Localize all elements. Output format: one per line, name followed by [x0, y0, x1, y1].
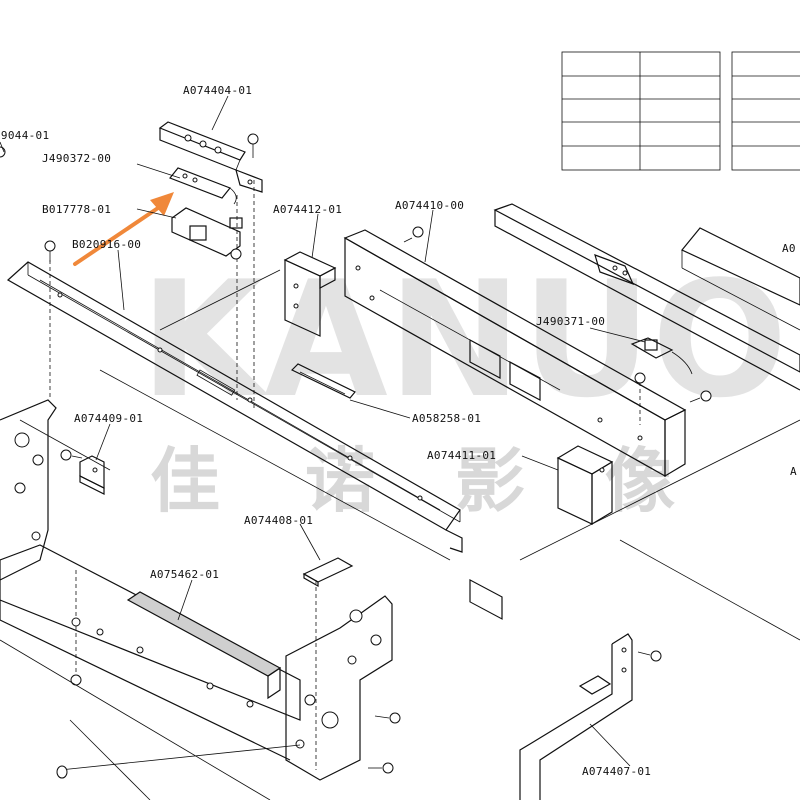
watermark-char-3: 影 — [455, 440, 525, 522]
label-partial-right-mid: A — [790, 465, 797, 478]
frame-a074407 — [519, 633, 633, 800]
label-a074410: A074410-00 — [395, 199, 464, 212]
label-a058258: A058258-01 — [412, 412, 481, 425]
label-a074411: A074411-01 — [427, 449, 496, 462]
strip-a075462 — [126, 591, 282, 700]
label-a074404: A074404-01 — [183, 84, 252, 97]
label-partial-right-top: A0 — [782, 242, 796, 255]
bracket-a074411 — [556, 445, 614, 526]
label-a074412: A074412-01 — [273, 203, 342, 216]
frame-left — [0, 399, 57, 581]
label-j490371: J490371-00 — [536, 315, 605, 328]
watermark-latin: KANUO — [140, 246, 788, 433]
watermark: KANUO 佳 诺 影 像 — [140, 246, 788, 522]
label-a075462: A075462-01 — [150, 568, 219, 581]
rail-right — [493, 203, 800, 391]
plate-bottom — [0, 544, 301, 800]
bracket-a074409 — [79, 455, 105, 495]
label-b020916: B020916-00 — [72, 238, 141, 251]
label-j490372: J490372-00 — [42, 152, 111, 165]
frame-center — [56, 595, 393, 781]
part-labels: 79044-01 A074404-01 J490372-00 B017778-0… — [0, 84, 797, 778]
bracket-a074404 — [158, 121, 263, 193]
label-b017778: B017778-01 — [42, 203, 111, 216]
sensor-j490371 — [630, 337, 693, 375]
screws — [0, 133, 712, 774]
watermark-char-1: 佳 — [150, 440, 220, 522]
panel-a074410 — [343, 229, 687, 620]
bracket-a074412 — [283, 251, 337, 337]
plate-j490372 — [169, 167, 237, 205]
pointer-arrow — [73, 192, 174, 266]
shaft-a058258 — [290, 363, 356, 399]
rail-far-right — [681, 227, 800, 331]
label-partial-left-top: 79044-01 — [0, 129, 49, 142]
label-a074408: A074408-01 — [244, 514, 313, 527]
label-a074409: A074409-01 — [74, 412, 143, 425]
rail-b020916 — [6, 261, 463, 553]
sensor-b017778 — [171, 207, 243, 260]
label-a074407: A074407-01 — [582, 765, 651, 778]
parts-table — [561, 51, 800, 171]
leader-lines — [0, 95, 646, 767]
watermark-char-4: 像 — [605, 440, 675, 522]
bracket-a074408 — [302, 557, 354, 588]
